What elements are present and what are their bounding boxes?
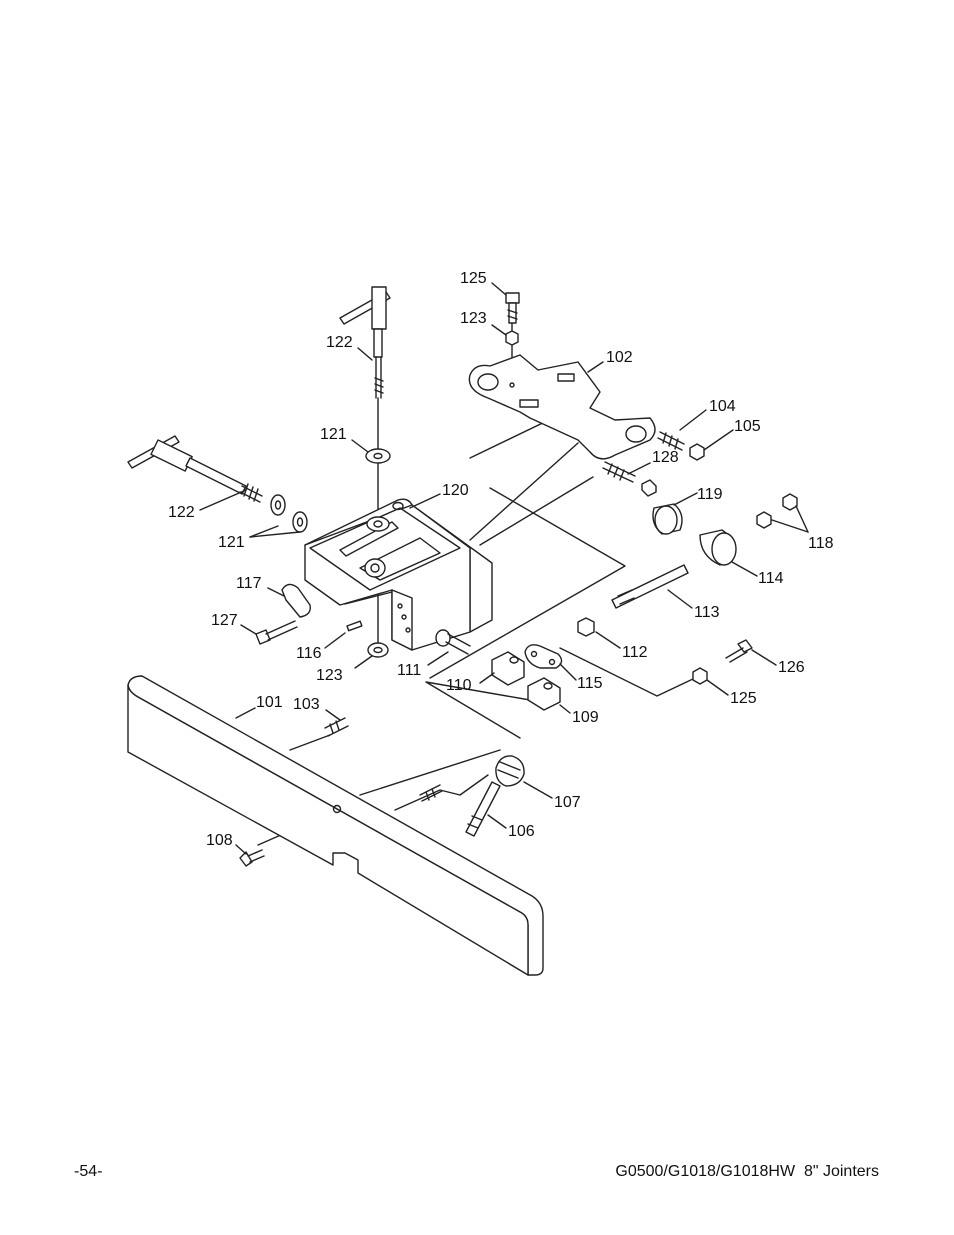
part-111-bolt xyxy=(435,629,471,655)
part-128-screw xyxy=(602,461,657,497)
callout-121-left: 121 xyxy=(218,534,245,551)
part-117-lever xyxy=(281,583,311,618)
callout-126-right: 126 xyxy=(778,659,805,676)
callout-114: 114 xyxy=(758,570,784,587)
callout-104: 104 xyxy=(709,398,736,415)
callout-labels: 125 123 102 122 121 120 122 121 117 127 … xyxy=(168,270,834,849)
callout-111: 111 xyxy=(397,662,421,679)
callout-125-top: 123 xyxy=(460,310,487,327)
callout-123: 123 xyxy=(316,667,343,684)
part-126-bolts xyxy=(505,292,753,663)
part-101-fence xyxy=(127,675,544,976)
callout-115: 115 xyxy=(577,675,603,692)
callout-128: 128 xyxy=(652,449,679,466)
callout-127: 127 xyxy=(211,612,238,629)
part-113-shaft xyxy=(611,564,689,609)
assembly-lines xyxy=(257,309,696,846)
callout-110: 110 xyxy=(446,677,472,694)
page-number: -54- xyxy=(74,1163,103,1180)
callout-120: 120 xyxy=(442,482,469,499)
callout-121-top: 121 xyxy=(320,426,347,443)
callout-122-left: 122 xyxy=(168,504,195,521)
part-112-nut xyxy=(577,617,595,637)
part-107-knob xyxy=(495,755,525,787)
part-105-nut xyxy=(689,443,705,461)
part-106-stud xyxy=(465,781,501,837)
part-110-block xyxy=(491,651,525,686)
part-116-pin xyxy=(346,620,363,632)
part-104-screw xyxy=(657,431,685,451)
part-122-lower-t-handle xyxy=(127,435,263,503)
callout-116: 116 xyxy=(296,645,322,662)
callout-117: 117 xyxy=(236,575,262,592)
callout-112: 112 xyxy=(622,644,648,661)
callout-113: 113 xyxy=(694,604,720,621)
part-106-small-screw xyxy=(419,784,443,802)
leader-lines xyxy=(199,282,809,855)
callout-119: 119 xyxy=(697,486,723,503)
part-114-knob xyxy=(699,529,737,566)
part-119-bushing xyxy=(652,503,683,535)
part-108-screw xyxy=(239,849,265,867)
callout-126-top: 125 xyxy=(460,270,487,287)
part-120-bracket xyxy=(304,498,493,651)
part-122-upper-t-handle xyxy=(339,286,391,399)
callout-105: 105 xyxy=(734,418,761,435)
part-103-screw xyxy=(324,717,349,737)
document-title: G0500/G1018/G1018HW 8" Jointers xyxy=(615,1163,879,1180)
callout-108: 108 xyxy=(206,832,233,849)
callout-118: 118 xyxy=(808,535,834,552)
part-127-bolt xyxy=(255,620,298,645)
part-109-block xyxy=(527,677,561,711)
part-121-washers xyxy=(270,448,391,533)
callout-106: 106 xyxy=(508,823,535,840)
callout-102: 102 xyxy=(606,349,633,366)
part-123-ring xyxy=(367,642,389,658)
callout-101: 101 xyxy=(256,694,283,711)
part-118-nuts xyxy=(756,493,798,529)
callout-109: 109 xyxy=(572,709,599,726)
part-102-plate xyxy=(468,354,656,460)
callout-103: 103 xyxy=(293,696,320,713)
callout-122-top: 122 xyxy=(326,334,353,351)
callout-125-right: 125 xyxy=(730,690,757,707)
part-115-link xyxy=(524,644,563,669)
callout-107: 107 xyxy=(554,794,581,811)
